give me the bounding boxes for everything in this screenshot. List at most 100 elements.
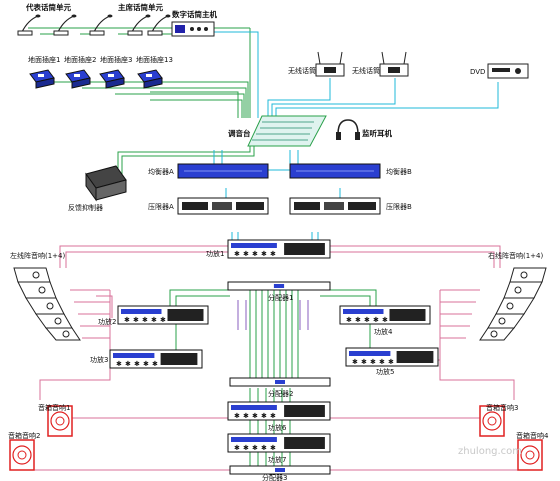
svg-text:✱: ✱ (133, 316, 139, 324)
equalizer-b[interactable] (289, 163, 381, 179)
amplifier-5[interactable]: ✱✱✱✱✱ (345, 347, 439, 367)
amp-4-label: 功放4 (374, 327, 393, 336)
svg-text:✱: ✱ (243, 250, 249, 258)
floor-speaker-icon (9, 439, 35, 471)
gooseneck-microphone-icon[interactable] (127, 14, 151, 36)
floor-speaker-3[interactable] (479, 405, 505, 437)
splitter-1[interactable] (227, 281, 331, 291)
svg-text:✱: ✱ (234, 250, 240, 258)
svg-text:✱: ✱ (261, 444, 267, 452)
svg-text:✱: ✱ (124, 316, 130, 324)
floor-socket-1-label: 地面插座1 (28, 55, 60, 64)
svg-text:✱: ✱ (382, 316, 388, 324)
wireless-mic-2-label: 无线话筒 (352, 66, 380, 75)
splitter-3[interactable] (229, 465, 331, 475)
svg-text:✱: ✱ (388, 358, 394, 366)
watermark: zhulong.com (458, 446, 522, 457)
compressor-a-label: 压限器A (148, 202, 174, 211)
mixer-console[interactable] (247, 115, 327, 147)
floor-speaker-1[interactable] (47, 405, 73, 437)
svg-text:✱: ✱ (270, 444, 276, 452)
right-line-array-label: 右线阵音响(1+4) (488, 251, 544, 260)
equalizer-a-label: 均衡器A (148, 167, 174, 176)
svg-text:✱: ✱ (355, 316, 361, 324)
compressor-a[interactable] (177, 197, 269, 215)
gooseneck-microphone-icon[interactable] (147, 14, 171, 36)
svg-text:✱: ✱ (373, 316, 379, 324)
gooseneck-microphone-icon[interactable] (53, 14, 77, 36)
floor-speaker-2[interactable] (9, 439, 35, 471)
amplifier-2[interactable]: ✱✱✱✱✱ (117, 305, 209, 325)
amplifier-3[interactable]: ✱✱✱✱✱ (109, 349, 203, 369)
amp-5-label: 功放5 (376, 367, 394, 376)
svg-text:✱: ✱ (160, 316, 166, 324)
svg-text:✱: ✱ (234, 444, 240, 452)
right-line-array[interactable] (479, 267, 547, 341)
wireless-receiver-2[interactable] (379, 51, 409, 77)
svg-text:✱: ✱ (143, 360, 149, 368)
left-line-array[interactable] (13, 267, 81, 341)
floor-socket-3-label: 地面插座3 (100, 55, 132, 64)
svg-text:✱: ✱ (252, 444, 258, 452)
svg-text:✱: ✱ (152, 360, 158, 368)
amplifier-6[interactable]: ✱✱✱✱✱ (227, 401, 331, 421)
compressor-b-label: 压限器B (386, 202, 412, 211)
floor-socket-icon[interactable] (29, 69, 55, 89)
compressor-b[interactable] (289, 197, 381, 215)
svg-text:✱: ✱ (252, 412, 258, 420)
speaker-2-label: 音箱音响2 (8, 431, 40, 440)
svg-text:✱: ✱ (252, 250, 258, 258)
svg-text:✱: ✱ (370, 358, 376, 366)
processor-rack-group (177, 163, 381, 215)
svg-text:✱: ✱ (346, 316, 352, 324)
svg-text:✱: ✱ (151, 316, 157, 324)
floor-speaker-4[interactable] (517, 439, 543, 471)
amplifier-7[interactable]: ✱✱✱✱✱ (227, 433, 331, 453)
floor-socket-group (29, 69, 163, 89)
speaker-1-label: 音箱音响1 (38, 403, 70, 412)
digital-host-label: 数字话筒主机 (172, 9, 217, 19)
mixer-label: 调音台 (228, 128, 251, 138)
amp-7-label: 功放7 (268, 455, 286, 464)
floor-speaker-icon (47, 405, 73, 437)
gooseneck-microphone-icon[interactable] (89, 14, 113, 36)
splitter-2-label: 分配器2 (268, 389, 293, 398)
splitter-cabling (237, 300, 309, 330)
amp-2-label: 功放2 (98, 317, 116, 326)
equalizer-a[interactable] (177, 163, 269, 179)
feedback-suppressor[interactable] (85, 165, 127, 202)
floor-speaker-group (9, 405, 543, 471)
speaker-3-label: 音箱音响3 (486, 403, 518, 412)
digital-host-device[interactable] (171, 21, 215, 37)
svg-text:✱: ✱ (261, 412, 267, 420)
line-array-speaker-icon (13, 267, 81, 341)
headphone-icon[interactable] (336, 119, 360, 140)
floor-socket-icon[interactable] (137, 69, 163, 89)
feedback-suppressor-label: 反馈抑制器 (68, 203, 103, 212)
floor-speaker-icon (479, 405, 505, 437)
splitter-2[interactable] (229, 377, 331, 387)
floor-socket-2-label: 地面插座2 (64, 55, 96, 64)
dvd-player[interactable] (487, 63, 529, 79)
svg-text:✱: ✱ (134, 360, 140, 368)
headphone-label: 监听耳机 (362, 128, 392, 138)
left-line-array-label: 左线阵音响(1+4) (10, 251, 66, 260)
amplifier-4[interactable]: ✱✱✱✱✱ (339, 305, 431, 325)
floor-socket-icon[interactable] (99, 69, 125, 89)
svg-text:✱: ✱ (116, 360, 122, 368)
svg-text:✱: ✱ (234, 412, 240, 420)
amp-6-label: 功放6 (268, 423, 287, 432)
svg-text:✱: ✱ (270, 412, 276, 420)
gooseneck-microphone-icon[interactable] (17, 14, 41, 36)
svg-text:✱: ✱ (364, 316, 370, 324)
svg-text:✱: ✱ (261, 250, 267, 258)
svg-text:✱: ✱ (142, 316, 148, 324)
speaker-4-label: 音箱音响4 (516, 431, 549, 440)
dvd-label: DVD (470, 68, 485, 76)
wireless-receiver-1[interactable] (315, 51, 345, 77)
svg-text:✱: ✱ (243, 412, 249, 420)
amplifier-1[interactable]: ✱✱✱✱✱ (227, 239, 331, 259)
amp-1-label: 功放1 (206, 249, 224, 258)
floor-socket-icon[interactable] (65, 69, 91, 89)
wireless-mic-1-label: 无线话筒 (288, 66, 316, 75)
